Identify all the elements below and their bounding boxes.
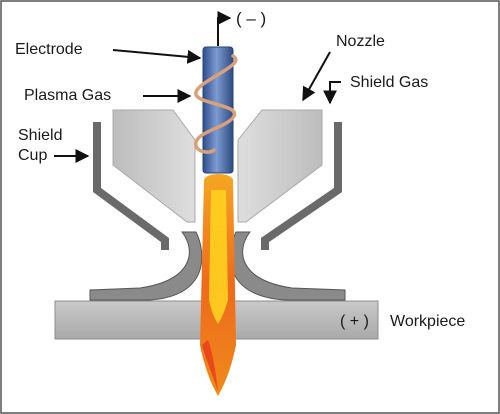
plasma-arc-core [209, 190, 228, 324]
nozzle-label: Nozzle [336, 33, 385, 50]
positive-terminal-label: ( + ) [340, 313, 369, 330]
plasma-gas-coil [194, 54, 238, 154]
negative-lead-arrow [217, 11, 232, 46]
nozzle-arrow [302, 51, 331, 102]
shield-cup-curve-right [229, 231, 346, 301]
negative-terminal-label: ( – ) [236, 9, 266, 28]
shield-cup-label-line1: Shield [18, 127, 62, 144]
shield-cup-label-line2: Cup [18, 147, 47, 164]
shield-gas-label: Shield Gas [350, 74, 428, 91]
plasma-gas-label: Plasma Gas [24, 87, 111, 104]
shield-cup-right [261, 122, 342, 250]
shield-cup-curve-left [89, 231, 203, 301]
shield-gas-arrow [323, 81, 341, 105]
workpiece-label: Workpiece [390, 313, 465, 330]
plasma-arc-tip [202, 340, 218, 392]
shield-cup-left [93, 122, 169, 250]
electrode-arrow [112, 49, 202, 64]
nozzle-right [237, 109, 323, 223]
nozzle-left [112, 109, 196, 223]
electrode-label: Electrode [15, 41, 83, 58]
